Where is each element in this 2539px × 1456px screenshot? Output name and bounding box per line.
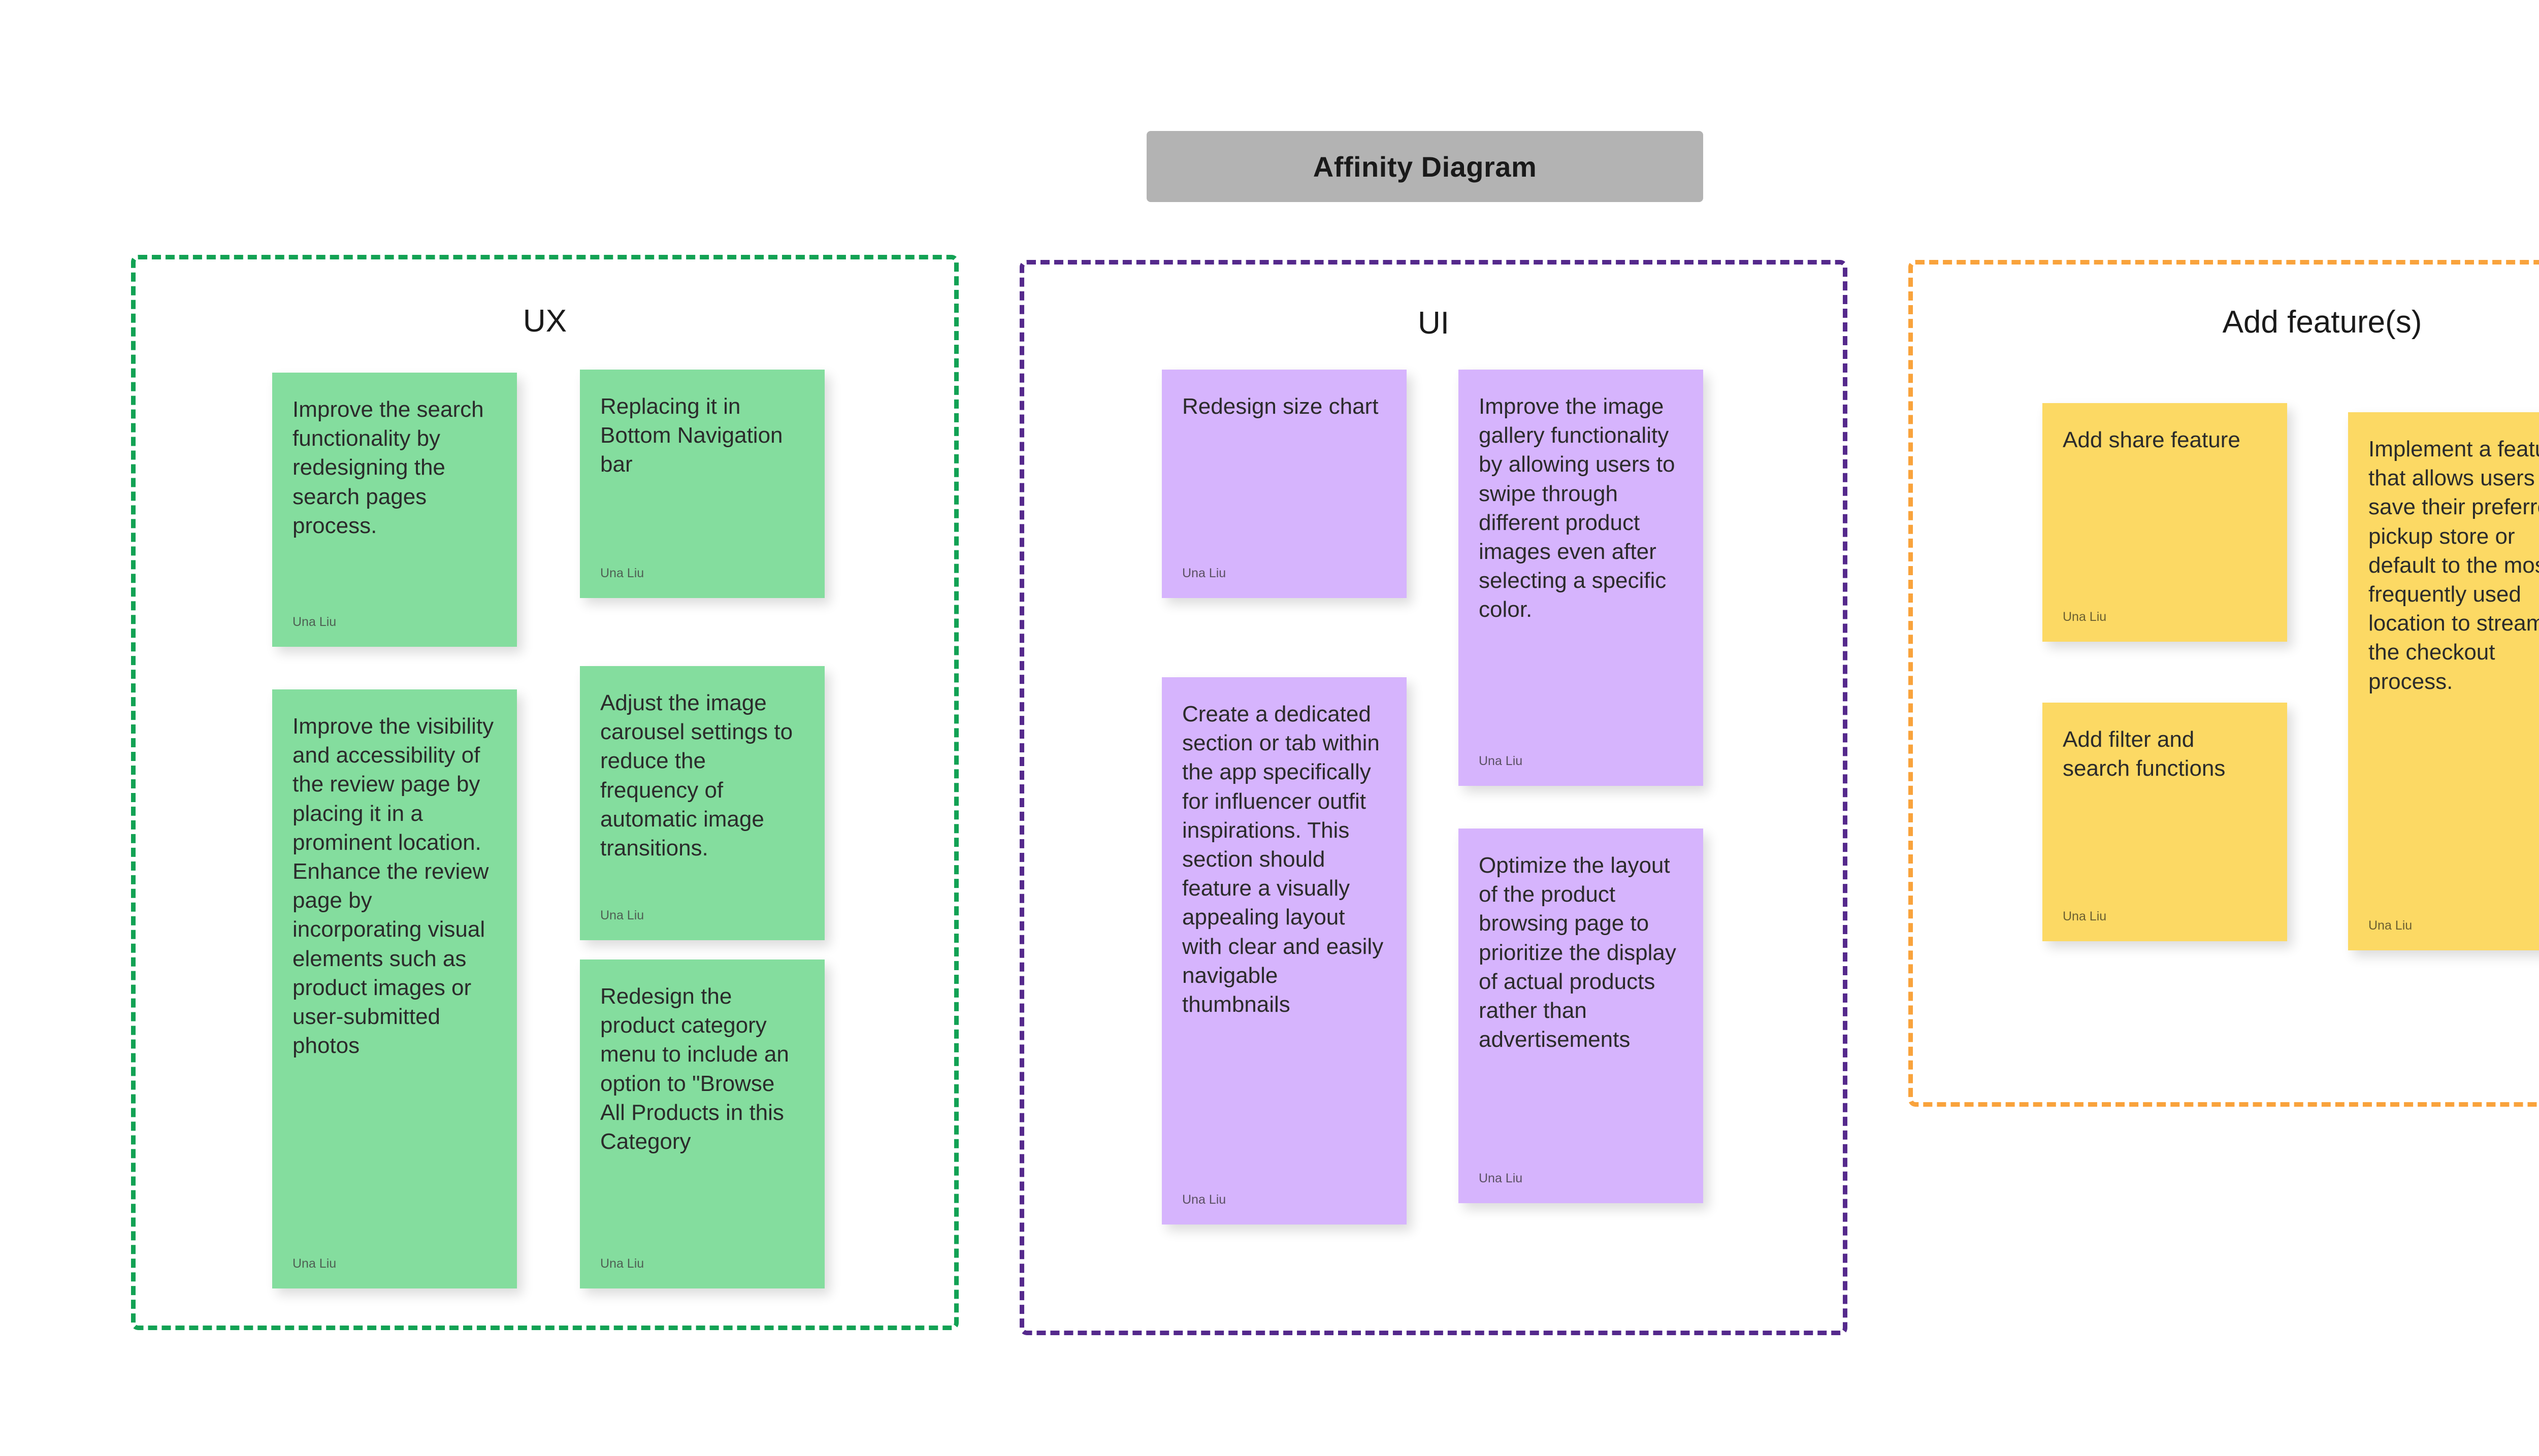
sticky-note-text: Add share feature bbox=[2063, 427, 2240, 452]
group-frame-add-features[interactable]: Add feature(s) bbox=[1908, 260, 2539, 1107]
sticky-note-text: Improve the search functionality by rede… bbox=[292, 397, 490, 538]
sticky-note-author: Una Liu bbox=[2368, 918, 2413, 933]
sticky-note[interactable]: Replacing it in Bottom Navigation bar Un… bbox=[580, 370, 825, 598]
diagram-title-banner: Affinity Diagram bbox=[1147, 131, 1703, 202]
sticky-note[interactable]: Add share feature Una Liu bbox=[2042, 403, 2287, 642]
sticky-note-author: Una Liu bbox=[2063, 909, 2107, 923]
sticky-note-author: Una Liu bbox=[600, 1256, 644, 1271]
group-title-ui: UI bbox=[1418, 306, 1449, 341]
sticky-note-text: Add filter and search functions bbox=[2063, 727, 2226, 781]
sticky-note-author: Una Liu bbox=[2063, 610, 2107, 624]
sticky-note-text: Redesign size chart bbox=[1182, 394, 1379, 419]
group-title-ux: UX bbox=[523, 304, 567, 339]
page-title: Affinity Diagram bbox=[1313, 150, 1537, 183]
sticky-note-author: Una Liu bbox=[1479, 1171, 1523, 1185]
group-frame-ui[interactable]: UI bbox=[1020, 260, 1847, 1335]
sticky-note[interactable]: Redesign size chart Una Liu bbox=[1162, 370, 1407, 598]
sticky-note-author: Una Liu bbox=[1182, 566, 1226, 580]
sticky-note[interactable]: Adjust the image carousel settings to re… bbox=[580, 666, 825, 940]
group-title-add-features: Add feature(s) bbox=[2222, 305, 2422, 340]
sticky-note[interactable]: Optimize the layout of the product brows… bbox=[1458, 829, 1703, 1203]
sticky-note-author: Una Liu bbox=[600, 566, 644, 580]
sticky-note[interactable]: Add filter and search functions Una Liu bbox=[2042, 703, 2287, 941]
sticky-note-text: Optimize the layout of the product brows… bbox=[1479, 853, 1683, 1052]
sticky-note-text: Create a dedicated section or tab within… bbox=[1182, 702, 1390, 1017]
sticky-note[interactable]: Implement a feature that allows users to… bbox=[2348, 412, 2539, 950]
sticky-note-text: Improve the image gallery functionality … bbox=[1479, 394, 1681, 622]
sticky-note[interactable]: Improve the image gallery functionality … bbox=[1458, 370, 1703, 786]
group-frame-ux[interactable]: UX bbox=[131, 255, 959, 1330]
sticky-note-author: Una Liu bbox=[600, 908, 644, 922]
sticky-note[interactable]: Improve the visibility and accessibility… bbox=[272, 689, 517, 1288]
sticky-note-text: Adjust the image carousel settings to re… bbox=[600, 690, 799, 861]
sticky-note[interactable]: Improve the search functionality by rede… bbox=[272, 373, 517, 647]
sticky-note-text: Replacing it in Bottom Navigation bar bbox=[600, 394, 789, 477]
sticky-note-text: Implement a feature that allows users to… bbox=[2368, 437, 2539, 694]
sticky-note-author: Una Liu bbox=[292, 1256, 337, 1271]
sticky-note[interactable]: Redesign the product category menu to in… bbox=[580, 959, 825, 1288]
sticky-note-author: Una Liu bbox=[1182, 1193, 1226, 1207]
sticky-note[interactable]: Create a dedicated section or tab within… bbox=[1162, 677, 1407, 1225]
sticky-note-author: Una Liu bbox=[292, 615, 337, 629]
sticky-note-text: Improve the visibility and accessibility… bbox=[292, 714, 494, 1058]
sticky-note-author: Una Liu bbox=[1479, 754, 1523, 768]
sticky-note-text: Redesign the product category menu to in… bbox=[600, 984, 796, 1154]
